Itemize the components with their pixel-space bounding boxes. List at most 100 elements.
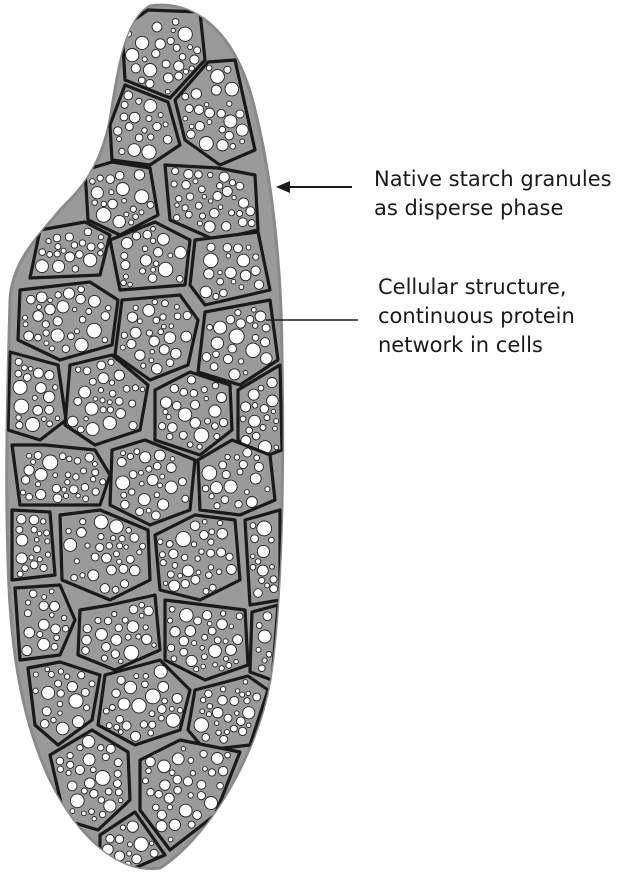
starch-granule [153, 462, 161, 470]
starch-granule [217, 393, 227, 403]
starch-granule [108, 199, 118, 209]
starch-granule [179, 431, 187, 439]
starch-granule [205, 690, 212, 697]
starch-granule [96, 208, 111, 223]
starch-granule [121, 238, 132, 249]
starch-granule [229, 329, 244, 344]
granules-label-line-1: Native starch granules [374, 165, 612, 194]
starch-granule [211, 70, 225, 84]
starch-granule [130, 533, 139, 542]
starch-granule [121, 451, 126, 456]
starch-granule [205, 797, 218, 810]
starch-granule [158, 262, 172, 276]
starch-granule [201, 664, 206, 669]
starch-granule [101, 312, 110, 321]
starch-granule [124, 212, 129, 217]
starch-granule [199, 137, 213, 151]
starch-granule [97, 175, 103, 181]
starch-granule [98, 235, 103, 240]
starch-granule [211, 753, 223, 765]
starch-granule [16, 526, 23, 533]
starch-granule [207, 621, 212, 626]
starch-granule [132, 854, 142, 864]
granules-label-line-2: as disperse phase [374, 194, 612, 223]
starch-granule [269, 537, 275, 543]
starch-granule [167, 571, 174, 578]
starch-granule [117, 137, 122, 142]
starch-granule [33, 311, 44, 322]
starch-granule [243, 707, 255, 719]
starch-granule [261, 353, 273, 365]
starch-granule [184, 170, 193, 179]
starch-granule [93, 397, 97, 401]
starch-granule [204, 253, 218, 267]
starch-granule [103, 708, 109, 714]
starch-granule [270, 585, 278, 593]
starch-granule [78, 426, 85, 433]
starch-granule [227, 101, 232, 106]
starch-granule [74, 458, 81, 465]
starch-granule [225, 454, 230, 459]
starch-granule [180, 648, 188, 656]
starch-granule [51, 643, 58, 650]
starch-granule [203, 588, 209, 594]
starch-granule [84, 253, 97, 266]
starch-granule [190, 521, 200, 531]
starch-granule [210, 363, 218, 371]
starch-granule [61, 248, 66, 253]
starch-granule [129, 112, 140, 123]
starch-granule [45, 304, 56, 315]
starch-granule [142, 128, 147, 133]
starch-granule [16, 553, 27, 564]
starch-granule [202, 634, 208, 640]
starch-granule [89, 378, 96, 385]
starch-granule [254, 280, 263, 289]
starch-granule [179, 54, 186, 61]
starch-granule [116, 476, 130, 490]
starch-granule [115, 397, 123, 405]
starch-granule [30, 561, 38, 569]
starch-granule [45, 371, 54, 380]
starch-granule [167, 37, 174, 44]
starch-granule [98, 243, 105, 250]
starch-granule [76, 294, 86, 304]
starch-granule [109, 390, 116, 397]
starch-granule [213, 662, 218, 667]
starch-granule [146, 689, 161, 704]
starch-granule [182, 93, 189, 100]
starch-granule [152, 299, 157, 304]
starch-granule [141, 363, 146, 368]
starch-granule [211, 337, 223, 349]
starch-granule [34, 537, 39, 542]
starch-granule [96, 543, 104, 551]
starch-granule [169, 580, 180, 591]
starch-granule [130, 327, 141, 338]
starch-granule [54, 635, 60, 641]
starch-granule [74, 559, 79, 564]
starch-granule [54, 251, 60, 257]
starch-granule [246, 723, 251, 728]
starch-granule [202, 353, 211, 362]
starch-granule [207, 703, 213, 709]
starch-granule [86, 423, 99, 436]
starch-granule [148, 134, 154, 140]
starch-granule [107, 407, 113, 413]
starch-granule [146, 330, 152, 336]
starch-granule [166, 541, 173, 548]
starch-granule [246, 316, 254, 324]
starch-granule [220, 686, 225, 691]
starch-granule [23, 374, 31, 382]
starch-granule [112, 612, 117, 617]
starch-granule [169, 324, 174, 329]
starch-granule [81, 788, 87, 794]
starch-granule [260, 405, 269, 414]
starch-granule [168, 618, 173, 623]
starch-granule [112, 586, 119, 593]
starch-granule [202, 519, 207, 524]
starch-granule [89, 295, 101, 307]
starch-granule [224, 480, 237, 493]
starch-granule [111, 650, 119, 658]
starch-granule [218, 766, 227, 775]
starch-granule [131, 64, 140, 73]
starch-granule [34, 546, 41, 553]
